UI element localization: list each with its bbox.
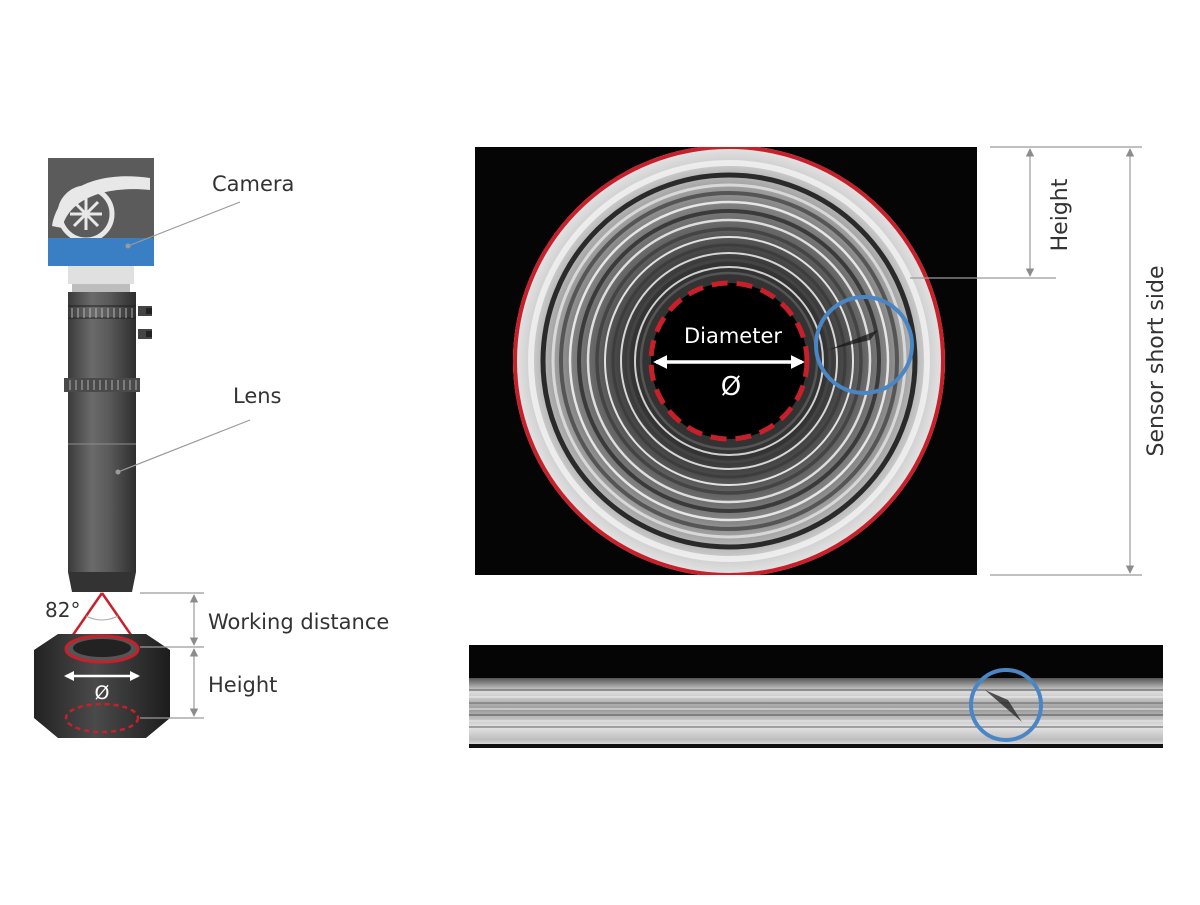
inner-diameter-circle (648, 280, 810, 442)
height-label-left: Height (208, 673, 277, 697)
diameter-label: Diameter (684, 324, 782, 348)
nut-bottom-diameter-outline (64, 702, 140, 734)
lens-leader-line (117, 419, 251, 473)
lens (64, 292, 152, 592)
right-dimensions (910, 146, 1142, 576)
camera-label: Camera (212, 172, 294, 196)
working-distance-label: Working distance (208, 610, 389, 634)
diameter-symbol: Ø (721, 372, 741, 402)
outer-diameter-circle (513, 147, 945, 575)
camera (48, 158, 154, 292)
nut-diameter-symbol: Ø (95, 682, 110, 704)
lens-label: Lens (233, 384, 282, 408)
defect-highlight (814, 295, 914, 395)
strip-defect-circle (969, 668, 1043, 742)
defect-circle (814, 295, 914, 395)
hex-nut: Ø (34, 634, 170, 738)
height-label-right: Height (1048, 178, 1073, 251)
left-dimensions (140, 592, 204, 719)
nut-top-diameter-outline (64, 634, 140, 664)
angle-label: 82° (45, 598, 80, 622)
unwrapped-strip-image (469, 645, 1163, 748)
sensor-short-side-label: Sensor short side (1144, 265, 1169, 456)
camera-leader-line (127, 201, 241, 247)
